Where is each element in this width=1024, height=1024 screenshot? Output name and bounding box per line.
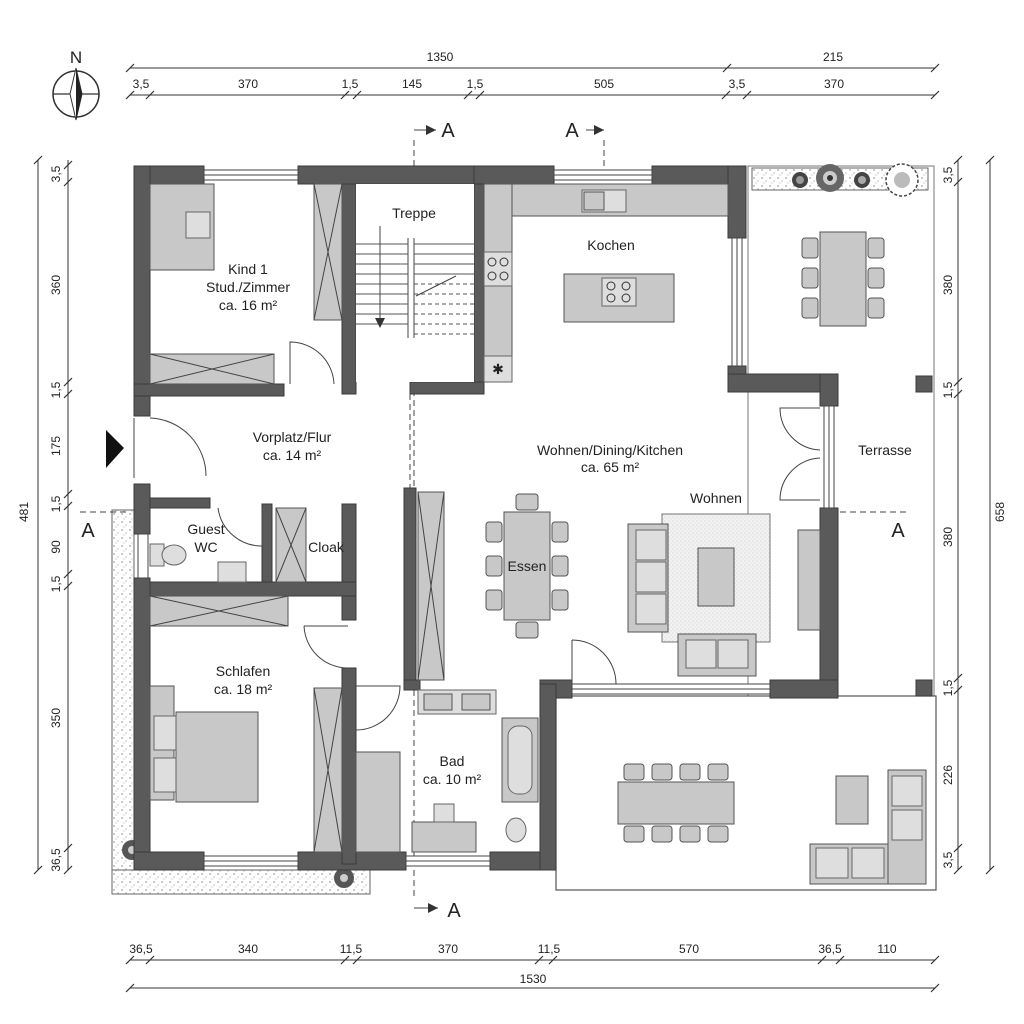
dim-bottom-seg-5: 11,5 <box>538 942 561 956</box>
dim-top-seg-5: 1,5 <box>467 77 484 91</box>
dim-top-seg-8: 370 <box>824 77 844 91</box>
bottom-dimensions: 36,5 340 11,5 370 11,5 570 36,5 110 1530 <box>125 942 940 993</box>
dim-left-seg-1: 3,5 <box>49 165 63 182</box>
dim-right-seg-2: 380 <box>941 275 955 295</box>
dim-top-seg-6: 505 <box>594 77 614 91</box>
top-dimensions: 1350 215 3,5 370 1,5 145 1,5 505 3,5 370 <box>125 50 940 100</box>
kind1-label: Kind 1 <box>228 261 268 277</box>
left-dimensions: 481 3,5 360 1,5 175 1,5 90 1,5 350 36,5 <box>17 155 73 875</box>
vorplatz-area: ca. 14 m² <box>263 447 322 463</box>
section-mark-left: A <box>81 520 95 542</box>
dim-top-seg-4: 145 <box>402 77 422 91</box>
hall: Vorplatz/Flur ca. 14 m² <box>253 429 445 681</box>
dim-left-seg-8: 350 <box>49 708 63 728</box>
dim-left-seg-6: 90 <box>49 540 63 554</box>
dim-bottom-seg-2: 340 <box>238 942 258 956</box>
dim-left-seg-7: 1,5 <box>49 575 63 592</box>
guest-wc-label-2: WC <box>194 539 217 555</box>
dim-top-overall: 1350 <box>427 50 454 64</box>
plant-icons <box>122 163 919 888</box>
wohnen-dining-label: Wohnen/Dining/Kitchen <box>537 442 683 458</box>
dim-top-terrace: 215 <box>823 50 843 64</box>
schlafen-label: Schlafen <box>216 663 270 679</box>
schlafen-room: Schlafen ca. 18 m² <box>149 595 343 853</box>
north-label: N <box>70 48 82 67</box>
guest-wc-cloak: Guest WC Cloak <box>149 507 345 583</box>
dim-left-seg-5: 1,5 <box>49 495 63 512</box>
kind1-area: ca. 16 m² <box>219 297 278 313</box>
terrasse-label: Terrasse <box>858 442 912 458</box>
dim-left-seg-2: 360 <box>49 275 63 295</box>
bad-area: ca. 10 m² <box>423 771 482 787</box>
doors <box>133 341 821 731</box>
bad-room: Bad ca. 10 m² <box>355 689 539 853</box>
dim-bottom-seg-4: 370 <box>438 942 458 956</box>
dim-right-seg-6: 226 <box>941 765 955 785</box>
vorplatz-label: Vorplatz/Flur <box>253 429 332 445</box>
section-mark-top-right: A <box>565 120 579 142</box>
dim-bottom-seg-7: 36,5 <box>818 942 842 956</box>
guest-wc-label: Guest <box>187 521 224 537</box>
kind1-room: Kind 1 Stud./Zimmer ca. 16 m² <box>149 183 343 385</box>
section-mark-bottom: A <box>447 900 461 922</box>
dim-right-seg-5: 1,5 <box>941 679 955 696</box>
dim-top-seg-3: 1,5 <box>342 77 359 91</box>
living-dining: Wohnen/Dining/Kitchen ca. 65 m² Essen Wo… <box>485 442 821 677</box>
dim-bottom-seg-3: 11,5 <box>340 942 363 956</box>
dim-bottom-seg-1: 36,5 <box>129 942 153 956</box>
dim-bottom-overall: 1530 <box>520 972 547 986</box>
dim-right-overall: 658 <box>993 502 1007 522</box>
wohnen-label: Wohnen <box>690 490 742 506</box>
section-mark-right: A <box>891 520 905 542</box>
terrace-lower-furniture <box>617 763 927 885</box>
kitchen: ✱ Kochen <box>483 183 729 383</box>
essen-label: Essen <box>508 558 547 574</box>
stairs: Treppe <box>356 184 474 382</box>
bad-label: Bad <box>440 753 465 769</box>
wohnen-dining-area: ca. 65 m² <box>581 459 640 475</box>
schlafen-area: ca. 18 m² <box>214 681 273 697</box>
dim-right-seg-3: 1,5 <box>941 381 955 398</box>
entrance-arrow-icon <box>106 430 124 468</box>
windows <box>137 169 835 867</box>
walls <box>133 165 933 871</box>
dim-right-seg-4: 380 <box>941 527 955 547</box>
treppe-label: Treppe <box>392 205 436 221</box>
dim-top-seg-1: 3,5 <box>133 77 150 91</box>
dim-right-seg-1: 3,5 <box>941 166 955 183</box>
dim-left-seg-9: 36,5 <box>49 848 63 872</box>
dim-left-overall: 481 <box>17 502 31 522</box>
dim-bottom-seg-8: 110 <box>877 942 896 956</box>
dim-left-seg-3: 1,5 <box>49 381 63 398</box>
dim-right-seg-7: 3,5 <box>941 851 955 868</box>
dim-top-seg-7: 3,5 <box>729 77 746 91</box>
dim-bottom-seg-6: 570 <box>679 942 699 956</box>
kind1-label-2: Stud./Zimmer <box>206 279 290 295</box>
kochen-label: Kochen <box>587 237 634 253</box>
fan-icon: ✱ <box>492 361 504 377</box>
dim-top-seg-2: 370 <box>238 77 258 91</box>
section-mark-top-left: A <box>441 120 455 142</box>
right-dimensions: 3,5 380 1,5 380 1,5 226 3,5 658 <box>941 155 1007 875</box>
compass: N <box>52 48 100 121</box>
dim-left-seg-4: 175 <box>49 436 63 456</box>
cloak-label: Cloak <box>308 539 345 555</box>
terrace-dining-top: Terrasse <box>801 231 912 458</box>
